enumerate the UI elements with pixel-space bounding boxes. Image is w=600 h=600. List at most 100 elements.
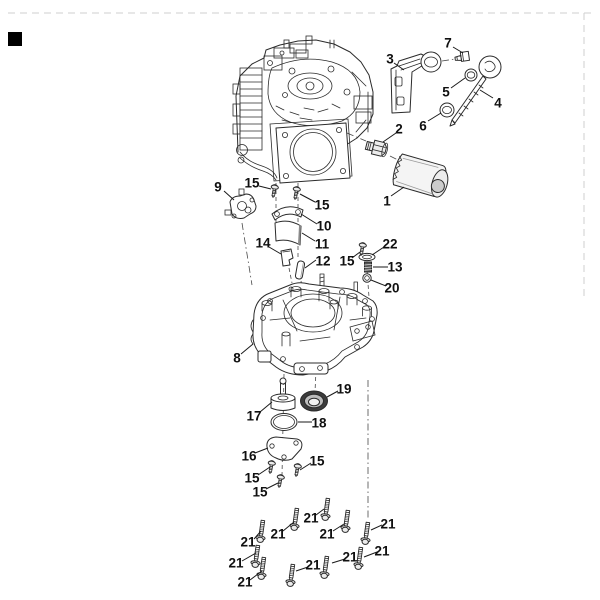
callout-leader-line xyxy=(479,89,494,99)
dipstick-part xyxy=(449,55,502,127)
part-number-label: 19 xyxy=(336,382,351,397)
part-number-label: 15 xyxy=(244,471,260,486)
part-number-label: 16 xyxy=(241,449,257,464)
connector-14-part xyxy=(280,248,294,267)
callout-leader-line xyxy=(223,190,235,201)
part-number-label: 1 xyxy=(383,194,391,209)
part-number-label: 4 xyxy=(494,96,502,111)
callout-leader-line xyxy=(282,521,295,532)
callout-leader-line xyxy=(331,558,346,564)
callout-leader-line xyxy=(371,246,385,256)
curved-plate-part xyxy=(274,220,302,246)
part-number-label: 22 xyxy=(382,237,397,252)
gasket-16-part xyxy=(266,436,303,461)
callout-leader-line xyxy=(326,390,339,398)
callout-leader-line xyxy=(259,401,273,413)
flange-bolt-21-part xyxy=(359,521,373,546)
part-number-label: 21 xyxy=(319,527,335,542)
flange-bolt-21-part xyxy=(254,519,268,544)
part-number-label: 21 xyxy=(305,558,321,573)
callout-leader-line xyxy=(393,62,405,71)
flange-bolt-21-part xyxy=(318,555,332,580)
oil-filter-part xyxy=(392,153,449,198)
screw-15-part xyxy=(268,183,280,199)
callout-leader-line xyxy=(299,193,316,203)
flange-bolt-21-part xyxy=(284,563,298,588)
part-number-label: 20 xyxy=(384,281,399,296)
part-number-label: 18 xyxy=(311,416,327,431)
callout-leader-line xyxy=(268,246,282,255)
flange-bolt-21-part xyxy=(319,497,333,522)
callout-leader-line xyxy=(258,185,272,190)
flat-washer-22-part xyxy=(358,252,376,262)
part-number-label: 5 xyxy=(442,85,450,100)
callout-leader-line xyxy=(315,508,325,516)
part-number-label: 8 xyxy=(233,351,241,366)
part-number-label: 15 xyxy=(244,176,260,191)
oil-seal-19-part xyxy=(300,390,328,412)
part-number-label: 21 xyxy=(374,544,390,559)
part-number-label: 21 xyxy=(303,511,319,526)
callout-leader-line xyxy=(390,186,405,197)
callout-leader-line xyxy=(249,570,263,581)
part-number-label: 15 xyxy=(339,254,355,269)
callout-leader-line xyxy=(351,251,361,259)
screw-15-part xyxy=(274,473,286,489)
part-number-label: 7 xyxy=(444,36,452,51)
pump-cover-strip-part xyxy=(271,206,304,221)
callout-leader-line xyxy=(254,447,269,454)
crankcase-part xyxy=(250,273,378,376)
oil-pump-part xyxy=(224,188,257,219)
callout-leader-line xyxy=(241,552,257,562)
callout-leader-line xyxy=(332,523,345,532)
part-number-label: 9 xyxy=(214,180,222,195)
part-number-label: 21 xyxy=(237,575,253,590)
screw-15-part xyxy=(265,459,277,475)
oil-pickup-17-part xyxy=(270,377,296,411)
part-number-label: 15 xyxy=(252,485,268,500)
screw-15-part xyxy=(290,185,302,201)
callout-leader-line xyxy=(295,566,309,572)
callout-leader-line xyxy=(299,462,312,471)
part-number-label: 12 xyxy=(315,254,330,269)
part-number-label: 2 xyxy=(395,122,403,137)
part-number-label: 21 xyxy=(240,535,256,550)
callout-leader-line xyxy=(370,524,383,531)
oil-drain-plug-part xyxy=(364,139,389,158)
part-number-label: 3 xyxy=(386,52,394,67)
callout-leader-line xyxy=(253,530,262,540)
o-ring-18-part xyxy=(270,413,298,431)
flange-bolt-21-part xyxy=(255,556,269,581)
pin-12-part xyxy=(294,260,306,280)
callout-leader-line xyxy=(382,132,397,143)
part-number-label: 15 xyxy=(314,198,330,213)
part-number-label: 6 xyxy=(419,119,427,134)
part-number-label: 11 xyxy=(315,237,330,252)
callout-leader-line xyxy=(301,232,316,242)
callout-leader-line xyxy=(363,551,378,558)
sealing-ring-6-part xyxy=(439,102,455,118)
callout-leader-line xyxy=(265,482,279,490)
ring-20-part xyxy=(362,273,372,283)
callout-leader-line xyxy=(452,46,464,54)
callout-leader-line xyxy=(257,466,271,476)
flange-bolt-21-part xyxy=(339,509,353,534)
engine-block-drawing xyxy=(232,35,374,184)
screw-7-part xyxy=(454,50,471,62)
page-border-dashes xyxy=(8,12,592,296)
part-number-label: 15 xyxy=(309,454,325,469)
callout-leader-line xyxy=(300,213,318,225)
part-number-label: 21 xyxy=(380,517,396,532)
corner-registration-mark xyxy=(8,32,22,46)
part-number-label: 21 xyxy=(342,550,358,565)
part-number-label: 17 xyxy=(246,409,261,424)
callout-leader-line xyxy=(240,343,254,355)
callout-leader-line xyxy=(370,279,387,287)
sealing-ring-5-part xyxy=(464,68,478,82)
part-number-label: 21 xyxy=(270,527,286,542)
part-number-label: 14 xyxy=(255,236,271,251)
callout-leader-line xyxy=(304,259,317,269)
